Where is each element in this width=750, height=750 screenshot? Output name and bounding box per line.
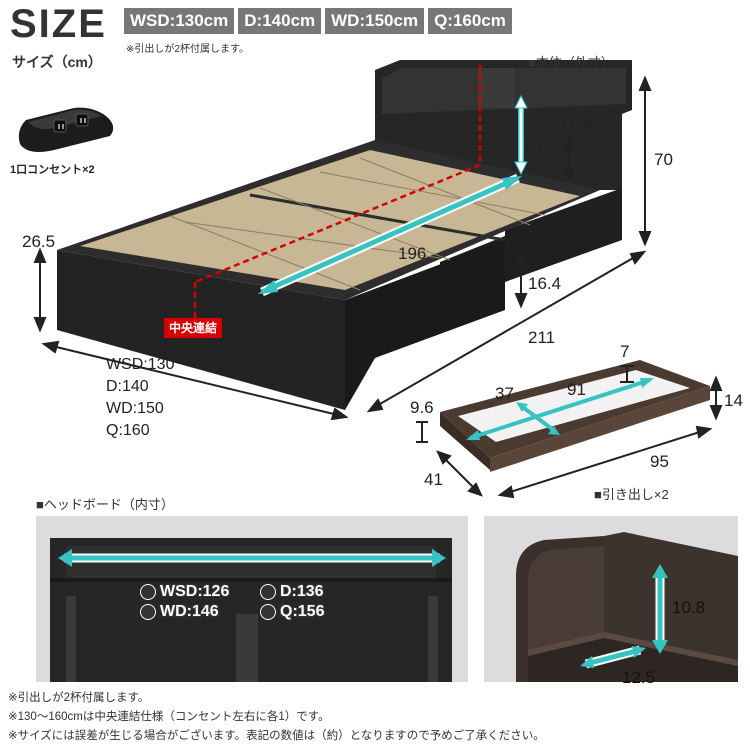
center-joint-tag: 中央連結 <box>164 318 223 338</box>
width-wsd: WSD:130 <box>106 356 175 373</box>
main-section-label: ■本体（外寸） <box>528 55 614 70</box>
bed-width-list: WSD:130 D:140 WD:150 Q:160 <box>106 354 174 442</box>
dim-196: 196 <box>398 244 427 263</box>
drawer-section-label: ■引き出し×2 <box>594 487 669 502</box>
headboard-inner-diagram <box>50 538 452 682</box>
size-badge-d: D:140cm <box>238 8 322 34</box>
outlet-label: 1口コンセント×2 <box>10 164 95 176</box>
shelf-panel <box>484 516 738 682</box>
size-badge-q: Q:160cm <box>428 8 512 34</box>
drawer-dim-41: 41 <box>424 470 443 489</box>
slat-board <box>80 150 580 290</box>
width-wd: WD:150 <box>106 400 164 417</box>
shelf-dim-12-5: 12.5 <box>622 668 656 687</box>
dim-70: 70 <box>654 150 673 169</box>
footnotes: ※引出しが2杯付属します。 ※130〜160cmは中央連結仕様（コンセント左右に… <box>8 689 545 746</box>
drawer-dim-37: 37 <box>495 384 514 403</box>
dim-33: 33 <box>524 137 543 156</box>
drawer-front <box>490 386 710 472</box>
width-q: Q:160 <box>106 422 150 439</box>
shelf-closeup-diagram <box>516 532 738 682</box>
size-badge-wd: WD:150cm <box>325 8 425 34</box>
inner-width-q: Q:156 <box>260 603 370 621</box>
drawer-dim-91: 91 <box>567 380 586 399</box>
size-badge-wsd: WSD:130cm <box>124 8 235 34</box>
size-title: SIZE <box>10 2 107 46</box>
bullet-icon <box>140 604 156 620</box>
drawer-dim-7: 7 <box>620 342 630 361</box>
bullet-icon <box>140 584 156 600</box>
drawer-dim-95: 95 <box>650 452 669 471</box>
drawer-dim-14: 14 <box>724 391 743 410</box>
dim-26-5: 26.5 <box>22 232 56 251</box>
width-d: D:140 <box>106 378 149 395</box>
footnote-3: ※サイズには誤差が生じる場合がございます。表記の数値は（約）となりますので予めご… <box>8 730 545 742</box>
inner-width-wd: WD:146 <box>140 603 260 621</box>
inner-width-d: D:136 <box>260 583 370 601</box>
bullet-icon <box>260 584 276 600</box>
bullet-icon <box>260 604 276 620</box>
size-badges: WSD:130cm D:140cm WD:150cm Q:160cm <box>124 8 512 34</box>
dim-16-4: 16.4 <box>528 274 562 293</box>
footnote-1: ※引出しが2杯付属します。 <box>8 692 150 704</box>
inner-width-wsd: WSD:126 <box>140 583 260 601</box>
drawer-dim-9-6: 9.6 <box>410 398 434 417</box>
footnote-2: ※130〜160cmは中央連結仕様（コンセント左右に各1）です。 <box>8 711 330 723</box>
headboard-inner-widths: WSD:126 D:136 WD:146 Q:156 <box>140 583 370 621</box>
headboard-panel <box>36 516 468 682</box>
drawer-note: ※引出しが2杯付属します。 <box>126 44 249 55</box>
shelf-dim-10-8: 10.8 <box>672 598 706 617</box>
size-subtitle: サイズ（cm） <box>12 54 102 70</box>
outlet-icon <box>18 107 114 152</box>
dim-17-5: 17.5 <box>558 114 592 133</box>
headboard-section-label: ■ヘッドボード（内寸） <box>36 497 174 512</box>
dim-211: 211 <box>528 328 556 347</box>
